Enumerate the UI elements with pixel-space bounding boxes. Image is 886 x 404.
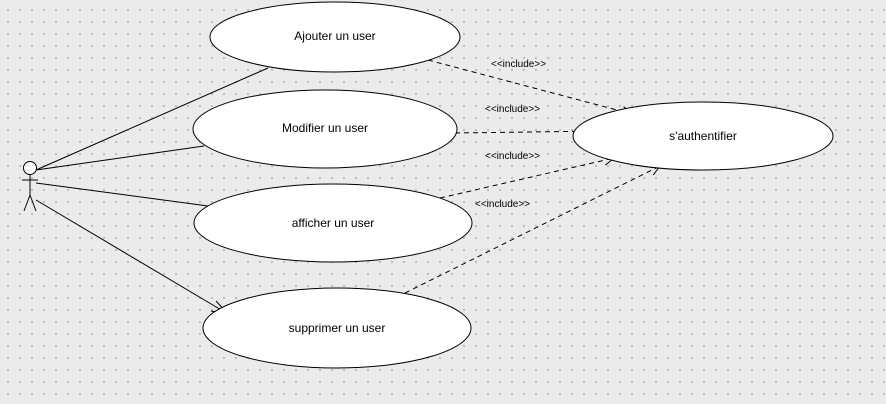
include-label-afficher: <<include>> [485,151,540,162]
include-label-supprimer: <<include>> [475,199,530,210]
use-case-supprimer[interactable]: supprimer un user [202,287,472,369]
use-case-authentifier[interactable]: s'authentifier [572,101,834,171]
include-line-modifier [454,131,603,133]
include-line-ajouter [427,59,632,114]
stick-figure-actor-icon[interactable] [22,161,38,212]
association-afficher [35,182,209,207]
use-case-label: Modifier un user [282,121,368,135]
include-label-ajouter: <<include>> [491,59,546,70]
use-case-label: s'authentifier [669,129,737,143]
use-case-label: supprimer un user [289,321,386,335]
association-lines [35,67,269,315]
include-dependencies [404,59,660,294]
include-line-afficher [439,158,614,199]
use-case-modifier[interactable]: Modifier un user [192,89,458,169]
association-modifier [35,145,205,171]
association-supprimer [35,199,229,315]
use-case-ajouter[interactable]: Ajouter un user [209,1,461,73]
use-case-label: afficher un user [292,216,375,230]
use-case-afficher[interactable]: afficher un user [193,183,473,263]
include-line-supprimer [404,166,660,294]
use-case-label: Ajouter un user [294,29,375,43]
include-label-modifier: <<include>> [485,104,540,115]
association-ajouter [35,67,269,171]
